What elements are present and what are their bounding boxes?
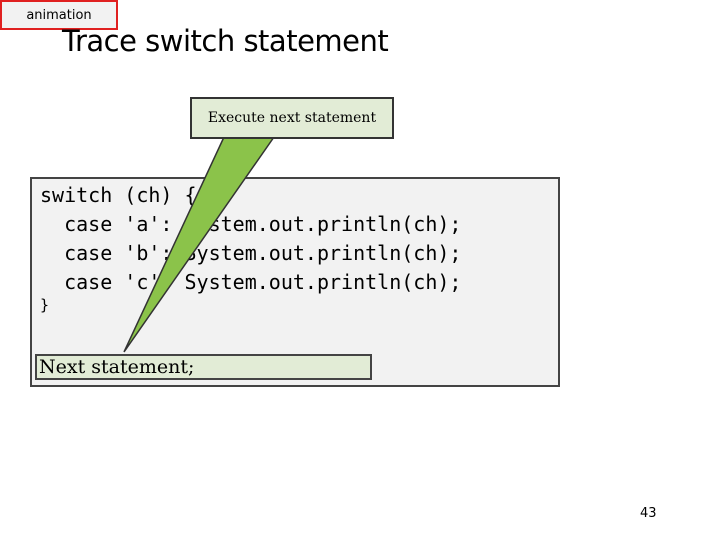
slide-title: Trace switch statement — [62, 24, 389, 58]
page-number: 43 — [640, 506, 657, 521]
animation-tag: animation — [0, 0, 118, 30]
code-line-case-b: case 'b': System.out.println(ch); — [40, 241, 462, 265]
next-statement-highlight: Next statement; — [35, 354, 372, 380]
code-line-case-c: case 'c': System.out.println(ch); — [40, 270, 462, 294]
closing-brace: } — [40, 296, 50, 314]
code-line-switch: switch (ch) { — [40, 183, 197, 207]
execute-next-statement-callout: Execute next statement — [190, 97, 394, 139]
code-line-case-a: case 'a': System.out.println(ch); — [40, 212, 462, 236]
